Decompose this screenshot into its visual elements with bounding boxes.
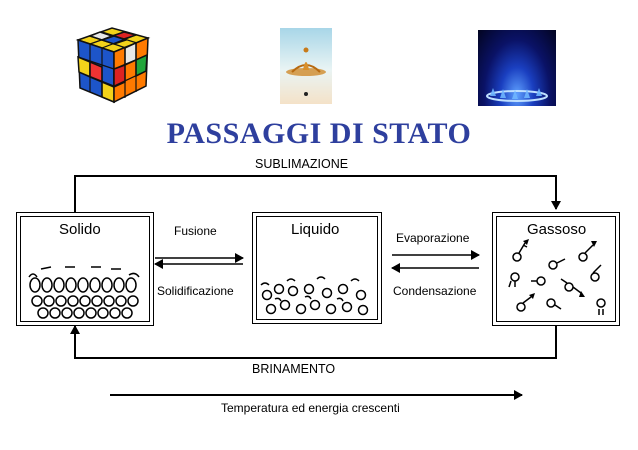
gas-flame-image [478,30,556,106]
water-drop-image [280,28,332,104]
rubiks-cube-image [68,22,156,110]
gas-state-label: Gassoso [527,221,587,238]
solidification-label: Solidificazione [157,284,234,298]
condensation-label: Condensazione [393,284,477,298]
liquid-state-box: Liquido [252,212,382,324]
melting-label: Fusione [174,224,217,238]
liquid-state-label: Liquido [291,221,340,238]
temperature-axis-label: Temperatura ed energia crescenti [221,401,400,415]
deposition-arrow [70,325,557,359]
evaporation-label: Evaporazione [396,231,470,245]
page-title: PASSAGGI DI STATO [166,117,472,150]
sublimation-arrow [74,175,561,212]
liquid-particles [260,276,369,316]
solid-state-label: Solido [59,221,101,238]
gas-particles [508,239,606,315]
sublimation-label: SUBLIMAZIONE [255,157,349,171]
solid-particles [28,266,140,319]
deposition-label: BRINAMENTO [252,362,336,376]
gas-state-box: Gassoso [492,212,620,326]
solid-state-box: Solido [16,212,154,326]
